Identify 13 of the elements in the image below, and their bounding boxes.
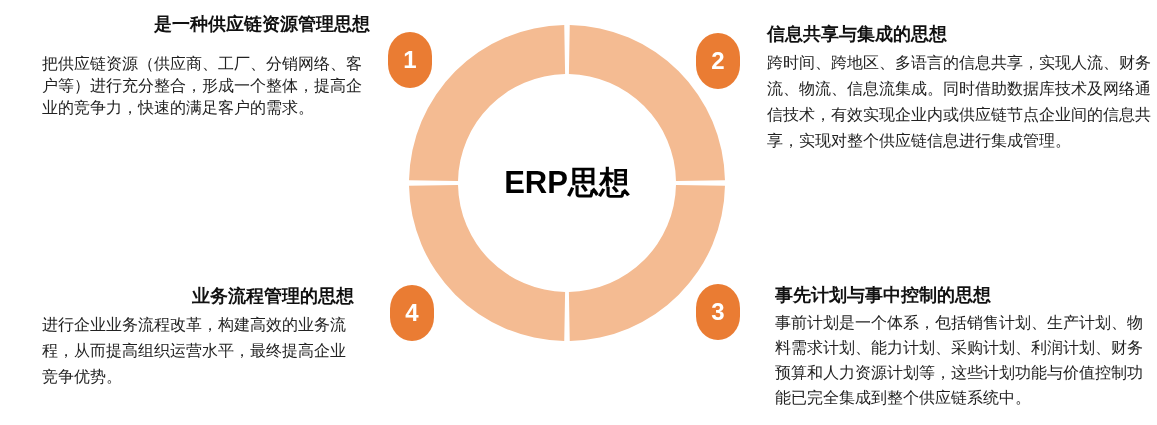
number-badge: 3 <box>696 284 740 340</box>
description-text: 进行企业业务流程改革，构建高效的业务流程，从而提高组织运营水平，最终提高企业竞争优势。 <box>42 315 347 388</box>
center-title: ERP思想 <box>504 164 630 202</box>
number-badge: 1 <box>388 32 432 88</box>
section-heading: 信息共享与集成的思想 <box>767 22 947 46</box>
section-heading: 事先计划与事中控制的思想 <box>775 283 991 307</box>
number-badge: 2 <box>696 33 740 89</box>
description-text: 跨时间、跨地区、多语言的信息共享，实现人流、财务流、物流、信息流集成。同时借助数据库技术及网络通信技术，有效实现企业内或供应链节点企业间的信息共享，实现对整个供应链信息进行集成管理。 <box>767 53 1152 152</box>
description-text: 事前计划是一个体系，包括销售计划、生产计划、物料需求计划、能力计划、采购计划、利润计划、财务预算和人力资源计划等，这些计划功能与价值控制功能已完全集成到整个供应链系统中。 <box>775 313 1144 409</box>
section-heading: 是一种供应链资源管理思想 <box>154 12 370 36</box>
section-heading: 业务流程管理的思想 <box>192 284 354 308</box>
description-text: 把供应链资源（供应商、工厂、分销网络、客户等）进行充分整合，形成一个整体，提高企业的竞争力，快速的满足客户的需求。 <box>42 54 363 119</box>
number-badge: 4 <box>390 285 434 341</box>
